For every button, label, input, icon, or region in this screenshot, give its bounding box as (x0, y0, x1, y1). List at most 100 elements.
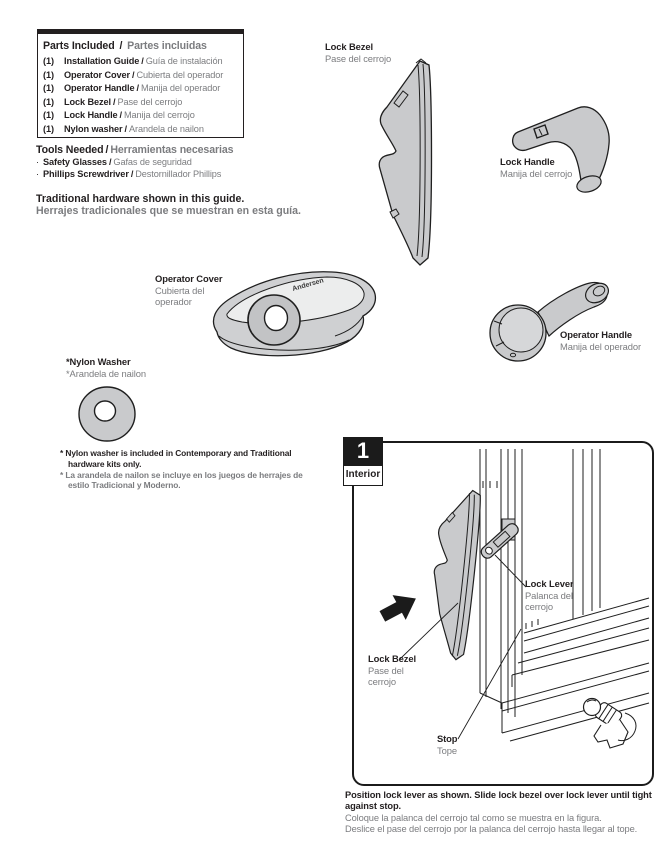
part-name-es: Arandela de nailon (129, 123, 204, 134)
operator-cover-label: Operator Cover Cubierta del operador (155, 273, 235, 308)
tools-title-es: Herramientas necesarias (110, 144, 234, 156)
label-en: Lock Lever (525, 578, 574, 589)
label-en: Stop (437, 733, 458, 744)
separator: / (119, 110, 123, 120)
bullet-icon: · (36, 157, 39, 167)
tool-item: ·Safety Glasses/Gafas de seguridad (36, 156, 306, 168)
label-es: Cubierta del operador (155, 284, 205, 308)
footnote-es: * La arandela de nailon se incluye en lo… (60, 469, 303, 491)
lock-bezel-part (433, 489, 481, 661)
separator: / (113, 96, 116, 107)
lock-bezel-label: Lock Bezel Pase del cerrojo (325, 41, 391, 64)
leader-lines (399, 554, 527, 740)
parts-title-es: Partes incluidas (127, 40, 207, 52)
tool-item: ·Phillips Screwdriver/Destornillador Phi… (36, 168, 306, 180)
lock-handle-illustration (512, 106, 610, 193)
bullet-icon: · (36, 169, 39, 180)
hardware-note: Traditional hardware shown in this guide… (36, 193, 356, 217)
part-item: (1) Operator Handle/Manija del operador (43, 82, 239, 96)
parts-included-box: Parts Included / Partes incluidas (1) In… (37, 29, 244, 138)
caption-es-1: Coloque la palanca del cerrojo tal como … (345, 812, 602, 823)
separator: / (130, 169, 134, 180)
label-en: Lock Handle (500, 156, 555, 167)
part-name-es: Manija del operador (140, 83, 221, 93)
tools-title-en: Tools Needed (36, 144, 104, 156)
direction-arrow-icon (379, 595, 416, 622)
part-name-en: Nylon washer (64, 123, 123, 134)
part-name-es: Guía de instalación (145, 56, 223, 66)
caption-es-2: Deslice el pase del cerrojo por la palan… (345, 823, 638, 834)
label-es: *Arandela de nailon (66, 367, 146, 379)
label-en: *Nylon Washer (66, 356, 131, 367)
part-name-es: Manija del cerrojo (123, 110, 195, 120)
part-name-es: Pase del cerrojo (117, 96, 183, 107)
parts-title-en: Parts Included (43, 40, 115, 52)
separator: / (132, 69, 135, 80)
part-qty: (1) (43, 96, 54, 107)
window-sill-lines (479, 597, 650, 742)
label-es: Tope (437, 744, 457, 756)
label-en: Operator Handle (560, 329, 632, 340)
caption-en: Position lock lever as shown. Slide lock… (345, 790, 652, 812)
label-en: Lock Bezel (325, 41, 373, 52)
part-name-en: Lock Bezel (64, 96, 111, 107)
label-es: Manija del cerrojo (500, 167, 573, 179)
step-lock-lever-label: Lock Lever Palanca del cerrojo (525, 578, 587, 613)
nylon-washer-illustration (78, 386, 136, 442)
operator-cover-illustration: Andersen (212, 271, 377, 357)
step-number-badge: 1 (343, 437, 383, 465)
label-es: Pase del cerrojo (368, 664, 404, 688)
footnote-en: * Nylon washer is included in Contempora… (60, 448, 292, 469)
label-en: Lock Bezel (368, 653, 416, 664)
frame-ticks (482, 481, 539, 629)
separator: / (124, 123, 128, 134)
operator-handle-label: Operator Handle Manija del operador (560, 329, 655, 352)
separator: / (136, 83, 139, 93)
part-name-en: Installation Guide (64, 56, 140, 66)
lock-handle-label: Lock Handle Manija del cerrojo (500, 156, 572, 179)
part-item: (1) Lock Bezel/Pase del cerrojo (43, 96, 239, 110)
step-1-panel (352, 441, 654, 786)
label-es: Pase del cerrojo (325, 52, 392, 64)
operator-stud (582, 697, 637, 749)
separator: / (105, 144, 109, 156)
part-qty: (1) (43, 123, 54, 134)
interior-badge: Interior (343, 465, 383, 486)
tool-name-es: Destornillador Phillips (135, 169, 222, 180)
label-es: Palanca del cerrojo (525, 589, 573, 613)
hardware-note-en: Traditional hardware shown in this guide… (36, 193, 245, 205)
tool-name-es: Gafas de seguridad (113, 157, 192, 167)
label-en: Operator Cover (155, 273, 223, 284)
tools-needed-section: Tools Needed/Herramientas necesarias ·Sa… (36, 144, 306, 181)
lock-lever-part (480, 523, 519, 559)
part-qty: (1) (43, 56, 54, 66)
separator: / (119, 40, 123, 52)
part-name-en: Lock Handle (64, 110, 118, 120)
separator: / (141, 56, 144, 66)
hardware-note-es: Herrajes tradicionales que se muestran e… (36, 205, 301, 217)
part-item: (1) Installation Guide/Guía de instalaci… (43, 55, 239, 69)
part-name-en: Operator Handle (64, 83, 135, 93)
step-1-caption: Position lock lever as shown. Slide lock… (345, 790, 667, 835)
label-es: Manija del operador (560, 340, 641, 352)
lock-bezel-illustration (378, 58, 433, 266)
operator-handle-illustration (489, 281, 610, 362)
part-name-en: Operator Cover (64, 69, 130, 80)
nylon-washer-label: *Nylon Washer *Arandela de nailon (66, 356, 146, 379)
part-qty: (1) (43, 69, 54, 80)
part-item: (1) Operator Cover/Cubierta del operador (43, 69, 239, 83)
tools-title: Tools Needed/Herramientas necesarias (36, 144, 306, 156)
washer-footnote: * Nylon washer is included in Contempora… (60, 448, 308, 491)
tool-name-en: Safety Glasses (42, 157, 107, 167)
part-item: (1) Lock Handle/Manija del cerrojo (43, 109, 239, 123)
part-name-es: Cubierta del operador (136, 69, 224, 80)
window-frame-lines (479, 449, 601, 717)
step-1-diagram (379, 449, 650, 749)
separator: / (108, 157, 112, 167)
tool-name-en: Phillips Screwdriver (42, 169, 129, 180)
part-qty: (1) (43, 110, 54, 120)
step-lock-bezel-label: Lock Bezel Pase del cerrojo (368, 653, 416, 688)
part-item: (1) Nylon washer/Arandela de nailon (43, 123, 239, 137)
step-stop-label: Stop Tope (437, 733, 458, 756)
